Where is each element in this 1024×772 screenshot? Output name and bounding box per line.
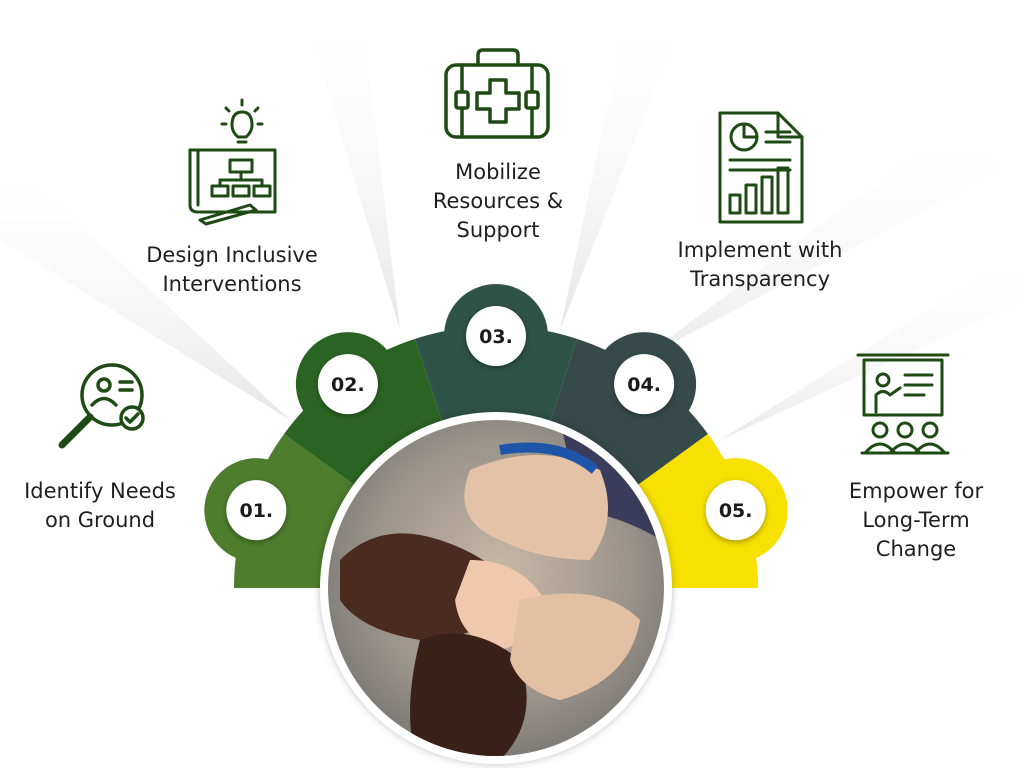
step-label-3: Mobilize Resources & Support (432, 160, 564, 242)
step-label-2: Design Inclusive Interventions (146, 243, 318, 296)
background-rays (0, 0, 1024, 440)
magnifier-profile-check-icon (58, 363, 145, 449)
step-badge-3: 03. (466, 306, 526, 366)
report-chart-icon (718, 111, 804, 224)
ray-center (560, 0, 690, 330)
step-label-4: Implement with Transparency (677, 238, 843, 291)
step-badge-circle (317, 354, 378, 415)
step-badges: 01. 02. 03. 04. 05. (226, 306, 766, 541)
step-badge-circle (466, 306, 526, 366)
step-number: 04. (627, 374, 661, 396)
step-badge-5: 05. (705, 480, 766, 541)
step-number: 02. (331, 374, 365, 396)
step-number: 05. (719, 500, 753, 522)
step-label-1: Identify Needs on Ground (24, 479, 176, 532)
blueprint-lightbulb-icon (188, 98, 277, 226)
step-badge-2: 02. (317, 354, 378, 415)
ray-left (0, 150, 290, 420)
first-aid-kit-icon (444, 48, 550, 139)
step-badge-circle (614, 354, 675, 415)
step-badge-1: 01. (226, 480, 287, 541)
ray-right (720, 250, 1024, 440)
step-number: 03. (479, 326, 513, 348)
step-label-5: Empower for Long-Term Change (848, 479, 984, 561)
presentation-audience-icon (856, 353, 950, 455)
step-number: 01. (239, 500, 273, 522)
step-badge-circle (226, 480, 287, 541)
ray-right-mid (640, 120, 1000, 360)
step-badge-circle (705, 480, 766, 541)
ray-left-mid (300, 0, 400, 330)
step-badge-4: 04. (614, 354, 675, 415)
